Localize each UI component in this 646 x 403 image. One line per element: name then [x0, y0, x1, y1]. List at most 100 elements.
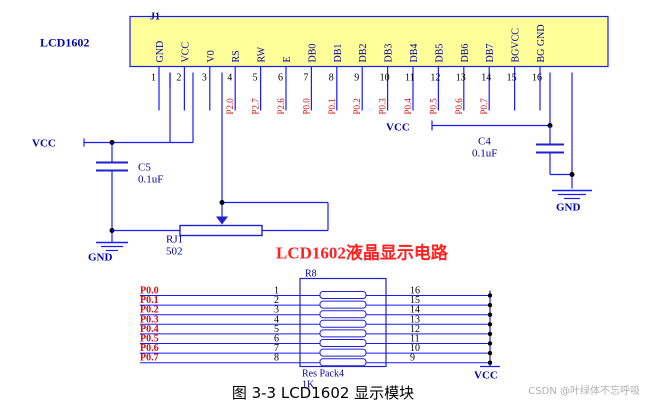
- r8-row: P0.1 2 15: [140, 295, 493, 309]
- j1-pin: V03: [202, 50, 217, 111]
- pin-number-label: 14: [481, 73, 491, 84]
- pin-name-label: DB2: [358, 44, 369, 63]
- r8-part: Res Pack4: [302, 369, 344, 380]
- vcc-right-label: VCC: [386, 122, 410, 134]
- j1-pin: RW 5P2.7: [251, 46, 268, 114]
- junction-dot: [487, 360, 493, 365]
- r8-right-pin: 14: [410, 305, 420, 316]
- j1-pin: GND 1: [151, 41, 166, 111]
- pin-number-label: 6: [278, 73, 283, 84]
- vcc-left-label: VCC: [32, 138, 56, 150]
- pin-net-label: P0.0: [301, 98, 311, 115]
- r8-resistor-element: [319, 291, 367, 299]
- r8-resistor-element: [319, 339, 367, 347]
- rj1-ref: RJ1: [166, 234, 183, 246]
- pin-name-label: DB0: [307, 44, 318, 63]
- junction-dot: [487, 312, 493, 317]
- pin-name-label: GND: [155, 41, 166, 63]
- pin-name-label: DB4: [409, 44, 420, 63]
- j1-pin: BG GND 16: [532, 24, 547, 111]
- junction-dot: [487, 293, 493, 298]
- r8-left-pin: 7: [274, 343, 279, 354]
- r8-right-pin: 15: [410, 295, 420, 306]
- r8-right-pin: 11: [410, 334, 420, 345]
- c4-ref: C4: [478, 136, 491, 148]
- j1-connector: J1 LCD1602: [40, 12, 609, 68]
- r8-row: P0.0 1 16: [140, 286, 493, 299]
- pin-net-label: P0.2: [352, 98, 362, 114]
- pin-net-label: P0.6: [454, 98, 464, 115]
- r8-resistor-element: [319, 348, 367, 357]
- pin-number-label: 16: [532, 73, 542, 84]
- c5-value: 0.1uF: [138, 174, 163, 186]
- wiper-arrow: [216, 216, 228, 225]
- junction-dot: [487, 331, 493, 337]
- rj1-body: [179, 224, 263, 237]
- gnd-right-label: GND: [556, 202, 581, 214]
- pin-number-label: 2: [176, 73, 181, 84]
- r8-value: 1K: [302, 380, 315, 391]
- pin-net-label: P0.1: [327, 98, 337, 114]
- pin-net-label: P0.5: [428, 98, 438, 115]
- j1-body: [129, 15, 609, 68]
- pin-net-label: P0.4: [403, 98, 413, 115]
- r8-net-label: P0.5: [140, 334, 159, 345]
- pin-net-label: P2.7: [251, 98, 261, 115]
- pin-number-label: 5: [253, 73, 258, 84]
- r8-left-pin: 2: [274, 295, 279, 306]
- r8-net-label: P0.1: [140, 295, 159, 306]
- r8-left-pin: 6: [274, 334, 279, 345]
- r8-left-pin: 4: [274, 314, 279, 325]
- pin-net-label: P0.7: [479, 98, 489, 115]
- pin-number-label: 1: [151, 73, 156, 84]
- rj1-potentiometer: RJ1 502: [166, 72, 329, 258]
- pin-net-label: P0.3: [378, 98, 388, 115]
- pin-name-label: VCC: [180, 42, 191, 63]
- r8-row: P0.3 4 13: [140, 314, 493, 328]
- c4-value: 0.1uF: [472, 148, 497, 160]
- pin-name-label: DB7: [485, 44, 496, 63]
- r8-right-pin: 16: [410, 286, 420, 297]
- pin-name-label: RS: [231, 50, 242, 62]
- junction-dot: [569, 172, 575, 177]
- r8-net-label: P0.3: [140, 314, 159, 325]
- r8-left-pin: 1: [274, 286, 279, 297]
- pin-number-label: 11: [405, 73, 415, 84]
- junction-dot: [487, 341, 493, 346]
- rj1-value: 502: [166, 246, 183, 258]
- r8-row: P0.5 6 11: [140, 334, 493, 347]
- r8-left-pin: 3: [274, 305, 279, 316]
- r8-right-pin: 12: [410, 324, 420, 335]
- watermark: CSDN @叶绿体不忘呼吸: [528, 386, 640, 397]
- r8-net-label: P0.0: [140, 286, 159, 297]
- pin-name-label: RW: [257, 46, 268, 62]
- r8-net-label: P0.6: [140, 343, 159, 354]
- right-power-section: VCC C4 0.1uF GND: [386, 72, 592, 214]
- circuit-heading: LCD1602液晶显示电路: [276, 243, 449, 263]
- r8-resistor-element: [319, 319, 367, 328]
- pin-net-label: P2.0: [225, 98, 235, 115]
- pin-number-label: 12: [430, 73, 440, 84]
- pin-name-label: BG GND: [536, 24, 547, 62]
- j1-pin: E 6P2.6: [276, 56, 293, 114]
- j1-ref: J1: [150, 12, 160, 23]
- junction-dot: [487, 350, 493, 356]
- pin-name-label: E: [282, 56, 293, 62]
- r8-right-pin: 13: [410, 314, 420, 325]
- pin-net-label: P2.6: [276, 98, 286, 115]
- figure-caption: 图 3-3 LCD1602 显示模块: [231, 384, 415, 402]
- pin-number-label: 13: [456, 73, 466, 84]
- r8-ref: R8: [305, 269, 317, 280]
- pin-name-label: BGVCC: [511, 28, 522, 63]
- r8-left-pin: 8: [274, 353, 279, 364]
- pin-number-label: 4: [227, 73, 232, 84]
